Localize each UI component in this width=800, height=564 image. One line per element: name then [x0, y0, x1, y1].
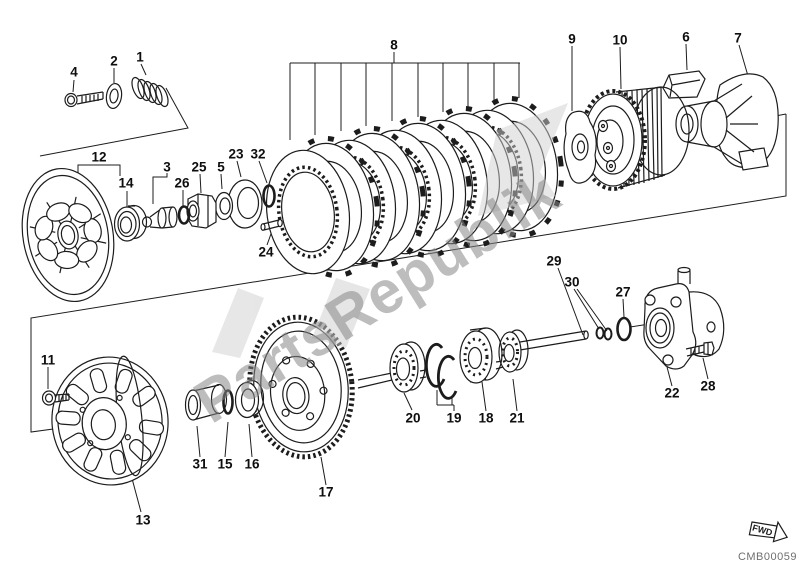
part-ring-23: [227, 179, 263, 229]
part-spring-1: [131, 76, 169, 108]
part-clutch-plate-stack-8: [257, 92, 570, 281]
part-oring-27: [616, 316, 632, 342]
part-oring-26: [177, 205, 191, 225]
part-bolt-11: [41, 390, 70, 406]
part-spacer-16: [234, 379, 265, 419]
part-oring-32: [262, 184, 276, 208]
part-dowel-24: [260, 218, 283, 231]
part-bearing-18: [459, 327, 503, 384]
leader-lines: [39, 43, 749, 513]
part-primary-gear-17: [247, 314, 355, 460]
part-bushing-31: [184, 383, 228, 421]
part-shims-30: [595, 326, 613, 341]
part-pushrod-29: [519, 330, 589, 351]
fwd-arrow-icon: FWD: [748, 520, 789, 543]
part-pump-body-22: [643, 266, 725, 370]
part-bearing-14: [113, 204, 148, 242]
part-wedge-6: [662, 70, 706, 99]
part-bolt-28: [685, 341, 715, 357]
diagram-code: CMB00059: [737, 551, 797, 563]
part-pushrod-pin-3: [141, 206, 178, 229]
part-circlips-19: [424, 343, 458, 400]
part-bolt-4: [64, 91, 104, 108]
part-bearing-20: [389, 341, 426, 393]
part-clutch-basket-13: [51, 355, 169, 486]
part-cover-7: [675, 73, 779, 171]
part-pressure-plate-12: [21, 167, 115, 303]
part-washer-2: [105, 82, 123, 110]
part-nut-25: [186, 193, 217, 229]
part-oring-15: [222, 389, 234, 415]
part-bearing-21: [498, 329, 529, 373]
part-clutch-drum-10: [579, 86, 690, 191]
part-washer-5: [214, 191, 234, 221]
